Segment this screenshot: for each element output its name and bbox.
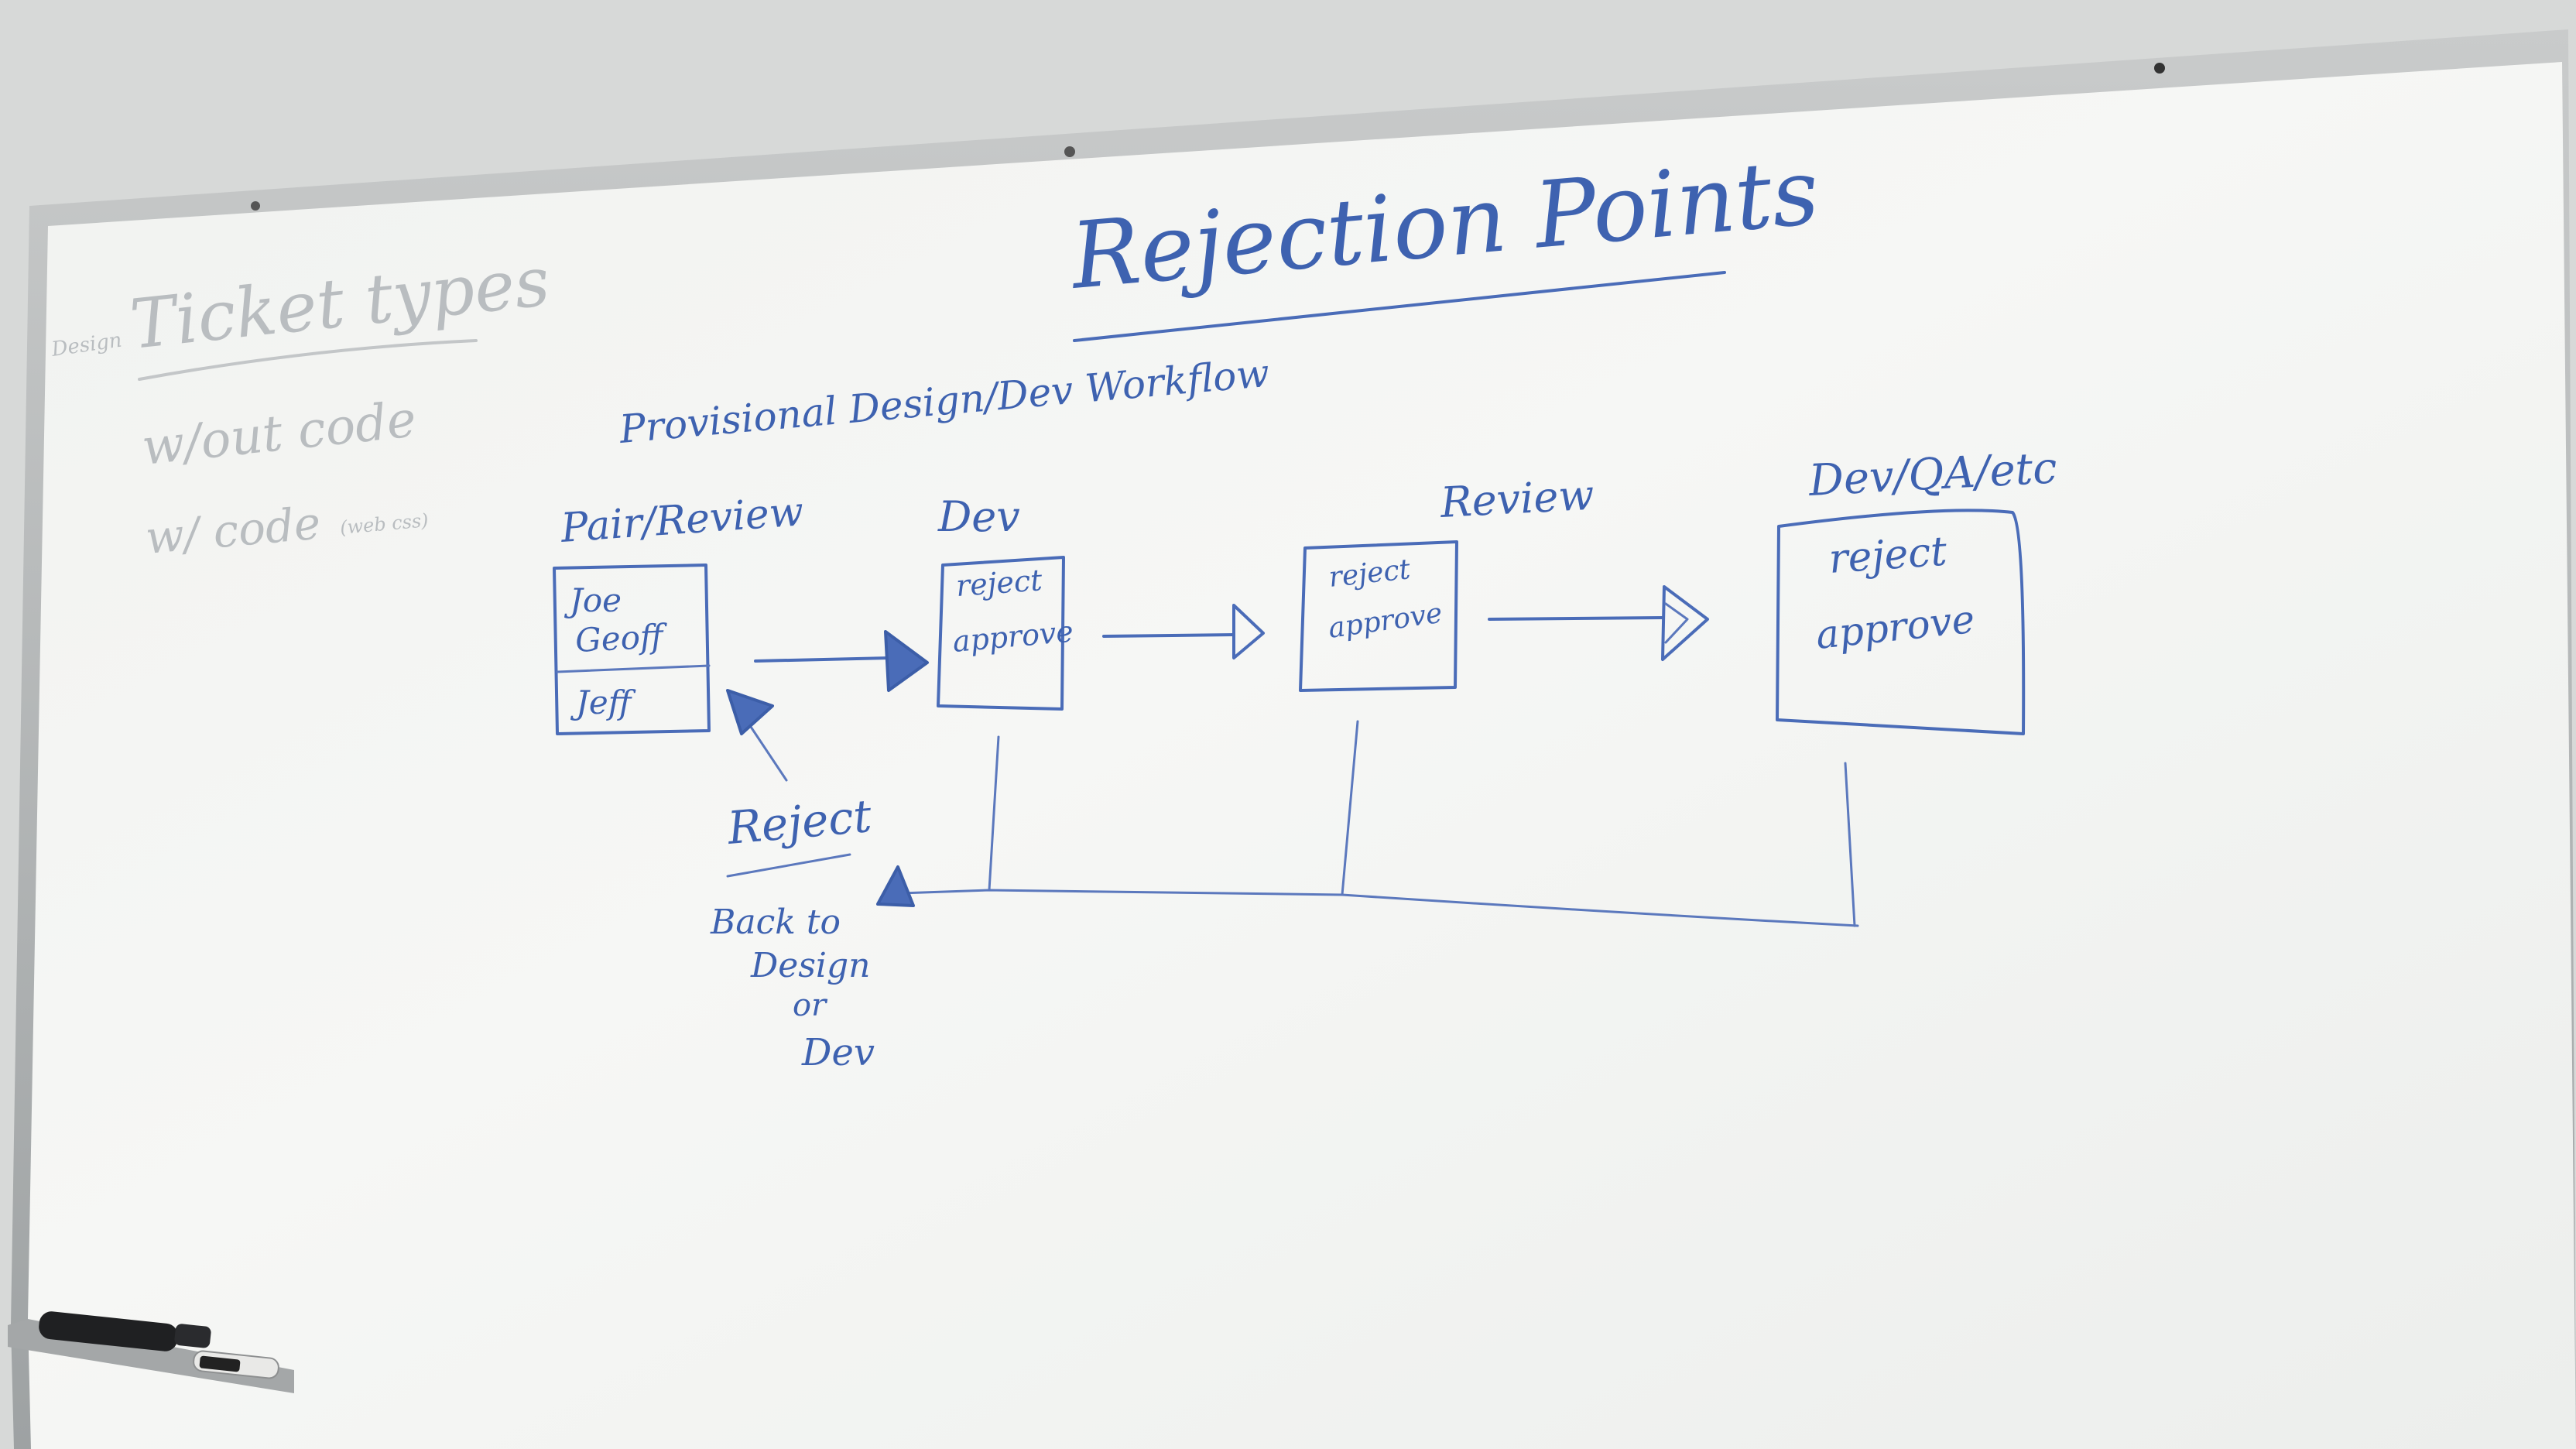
stage-box xyxy=(1299,540,1458,692)
reject-note-underline xyxy=(726,853,851,878)
drop-line-review xyxy=(1341,720,1359,896)
stage-dev: Dev reject approve xyxy=(937,492,1075,711)
stage-label: Dev xyxy=(937,492,1020,541)
stage-action-reject: reject xyxy=(955,563,1044,603)
faded-heading-underline xyxy=(138,339,478,381)
team-member: Jeff xyxy=(570,683,636,721)
frame-screw xyxy=(2154,63,2165,74)
reject-note-line: Back to xyxy=(710,903,841,942)
black-marker xyxy=(39,1311,211,1351)
team-member: Geoff xyxy=(574,617,669,659)
return-arrowhead xyxy=(876,865,915,907)
reject-note-line: Dev xyxy=(801,1031,875,1074)
stage-box xyxy=(937,556,1065,711)
team-member: Joe xyxy=(564,581,622,619)
flow-arrow xyxy=(1102,604,1265,659)
frame-screw xyxy=(1064,146,1075,157)
reject-note-title: Reject xyxy=(724,790,874,855)
drop-line-dev-qa xyxy=(1844,762,1856,927)
white-marker xyxy=(193,1350,279,1379)
reject-note-line: or xyxy=(793,988,828,1023)
board-surface xyxy=(28,62,2576,1449)
team-box-divider xyxy=(556,664,711,673)
frame-screw xyxy=(251,201,260,211)
team-box xyxy=(553,564,711,735)
reject-note-line: Design xyxy=(750,946,870,985)
stage-box xyxy=(1776,509,2026,735)
drop-line-dev xyxy=(988,735,1000,892)
flow-arrow xyxy=(754,630,929,692)
reject-back-arrow xyxy=(726,689,788,782)
flow-arrow xyxy=(1488,585,1709,661)
stage-label: Review xyxy=(1438,471,1595,527)
stage-action-reject: reject xyxy=(1828,528,1948,583)
return-bus-line xyxy=(899,889,1859,927)
reject-note: Reject Back to Design or Dev xyxy=(710,790,875,1074)
reject-return-lines xyxy=(876,720,1859,927)
title-underline xyxy=(1073,271,1726,342)
